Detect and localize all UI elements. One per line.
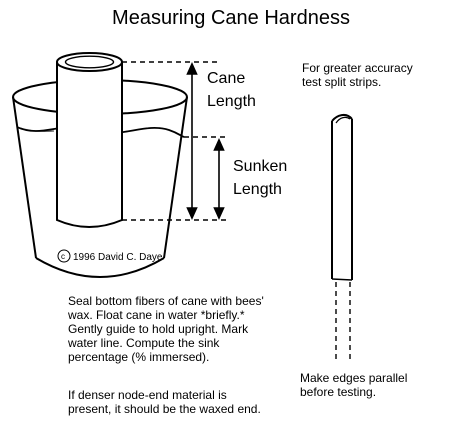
sunken-length-arrow [213,138,225,220]
glass-left-wall [12,96,37,259]
sunken-length-label-line2: Length [233,181,282,198]
waxed-end-note: If denser node-end material is present, … [68,388,261,416]
page-title: Measuring Cane Hardness [112,7,350,29]
copyright-notice: c 1996 David C. Daye [57,249,163,263]
split-strip-inner-curve [335,116,351,124]
sunken-length-label-line1: Sunken [233,158,287,175]
parallel-edges-note: Make edges parallel before testing. [300,371,408,399]
cane-length-label-line2: Length [207,93,256,110]
instructions-note: Seal bottom fibers of cane with bees' wa… [68,294,264,364]
cane-length-label-line1: Cane [207,70,245,87]
glass-bottom [35,257,165,278]
glass-right-wall [163,96,188,259]
split-strip-parallel-guides [335,282,351,361]
water-line [16,125,185,138]
split-strip-top [331,113,353,122]
cane-tube [56,62,123,228]
copyright-text: 1996 David C. Daye [73,252,163,263]
cane-top-inner [64,55,115,69]
split-strips-note: For greater accuracy test split strips. [302,61,413,89]
copyright-icon [57,249,71,263]
measurement-guides [122,61,228,221]
cane-in-glass [56,52,123,228]
water-line-back [16,126,55,132]
split-strip-bottom [331,278,353,281]
copyright-icon-letter: c [61,252,65,261]
split-strip [331,113,353,281]
cane-length-arrow [186,62,198,220]
